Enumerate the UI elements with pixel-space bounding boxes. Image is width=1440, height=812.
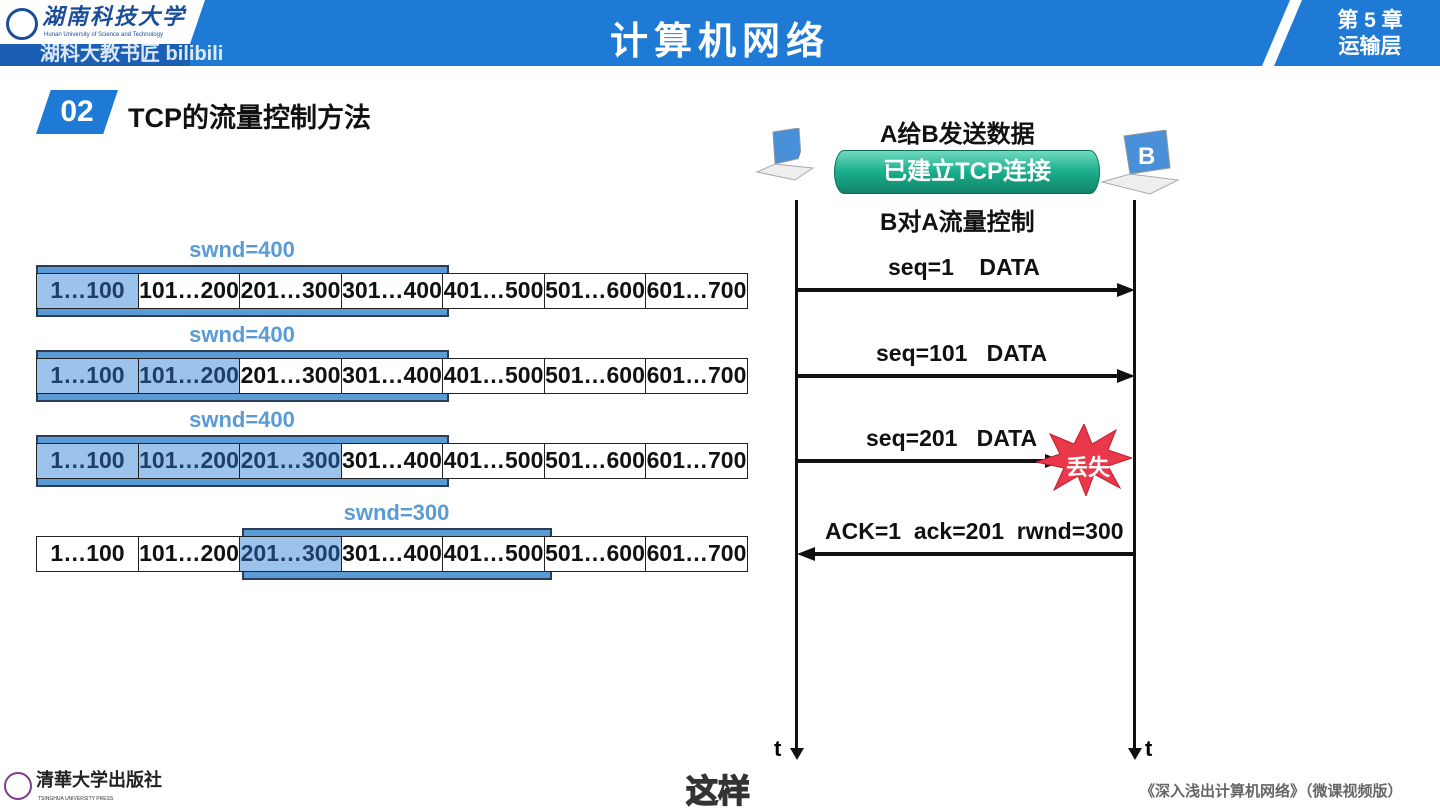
lost-label: 丢失 bbox=[1066, 455, 1111, 480]
bottom-label: B对A流量控制 bbox=[880, 209, 1035, 236]
segment-cell: 401…500 bbox=[442, 536, 545, 572]
publisher-seal-icon bbox=[4, 772, 32, 800]
university-name-en: Hunan University of Science and Technolo… bbox=[44, 32, 163, 38]
message-label: ACK=1 ack=201 rwnd=300 bbox=[825, 518, 1124, 544]
subtitle: 这样 bbox=[685, 772, 751, 810]
segment-cell: 101…200 bbox=[137, 273, 241, 309]
arrowhead-icon bbox=[1117, 369, 1135, 383]
host-b-time-arrow-icon bbox=[1128, 748, 1142, 760]
segment-cell: 401…500 bbox=[442, 358, 545, 394]
segment-cell: 1…100 bbox=[36, 273, 139, 309]
host-b-time-label: t bbox=[1145, 736, 1153, 761]
segment-cell: 1…100 bbox=[36, 536, 139, 572]
segment-cell: 101…200 bbox=[137, 443, 241, 479]
host-a-timeline bbox=[795, 200, 798, 752]
segment-cell: 201…300 bbox=[239, 536, 342, 572]
tcp-connection-pipe: 已建立TCP连接 bbox=[834, 150, 1100, 194]
host-b-label: B bbox=[1138, 143, 1156, 170]
swnd-label: swnd=300 bbox=[343, 500, 450, 525]
host-b-laptop-icon bbox=[1100, 130, 1180, 195]
segment-cell: 601…700 bbox=[645, 358, 748, 394]
swnd-label: swnd=400 bbox=[189, 237, 295, 262]
host-b-timeline bbox=[1133, 200, 1136, 752]
course-title: 计算机网络 bbox=[609, 21, 830, 63]
message-label: seq=1 DATA bbox=[888, 254, 1040, 280]
segment-cell: 501…600 bbox=[543, 443, 647, 479]
message-label: seq=101 DATA bbox=[876, 340, 1048, 366]
section-title: TCP的流量控制方法 bbox=[128, 103, 371, 133]
arrowhead-icon bbox=[1117, 283, 1135, 297]
segment-cell: 601…700 bbox=[645, 273, 748, 309]
lost-burst-icon bbox=[1036, 424, 1132, 496]
university-seal-icon bbox=[6, 8, 38, 40]
chapter-name: 运输层 bbox=[1338, 35, 1402, 58]
arrowhead-icon bbox=[797, 547, 815, 561]
watermark: 湖科大教书匠 bilibili bbox=[40, 43, 224, 65]
message-label: seq=201 DATA bbox=[866, 425, 1038, 451]
segment-cell: 301…400 bbox=[340, 358, 444, 394]
swnd-label: swnd=400 bbox=[189, 407, 295, 432]
host-a-time-arrow-icon bbox=[790, 748, 804, 760]
message-arrow bbox=[797, 288, 1119, 292]
segment-cell: 201…300 bbox=[239, 358, 342, 394]
book-title: 《深入浅出计算机网络》（微课视频版） bbox=[1140, 783, 1403, 800]
segment-cell: 501…600 bbox=[543, 536, 647, 572]
segment-cell: 301…400 bbox=[340, 273, 444, 309]
publisher-name-en: TSINGHUA UNIVERSITY PRESS bbox=[38, 796, 114, 802]
segment-cell: 501…600 bbox=[543, 273, 647, 309]
chapter-label: 第 5 章 运输层 bbox=[1320, 8, 1420, 60]
host-a-laptop-icon bbox=[755, 128, 815, 181]
publisher-name: 清華大学出版社 bbox=[36, 770, 162, 791]
segment-cell: 501…600 bbox=[543, 358, 647, 394]
message-arrow bbox=[797, 459, 1047, 463]
segment-cell: 601…700 bbox=[645, 443, 748, 479]
segment-cell: 101…200 bbox=[137, 358, 241, 394]
swnd-label: swnd=400 bbox=[189, 322, 295, 347]
chapter-number: 第 5 章 bbox=[1337, 9, 1403, 32]
segment-cell: 201…300 bbox=[239, 443, 342, 479]
segment-cell: 301…400 bbox=[340, 443, 444, 479]
university-name: 湖南科技大学 bbox=[42, 4, 187, 30]
message-arrow bbox=[812, 552, 1134, 556]
segment-cell: 1…100 bbox=[36, 358, 139, 394]
top-label: A给B发送数据 bbox=[880, 121, 1035, 148]
logo-strip bbox=[0, 44, 190, 66]
section-number-badge: 02 bbox=[36, 90, 118, 134]
segment-cell: 201…300 bbox=[239, 273, 342, 309]
segment-cell: 101…200 bbox=[137, 536, 241, 572]
segment-cell: 401…500 bbox=[442, 443, 545, 479]
header-bar bbox=[0, 0, 1440, 66]
message-arrow bbox=[797, 374, 1119, 378]
segment-cell: 1…100 bbox=[36, 443, 139, 479]
segment-cell: 301…400 bbox=[340, 536, 444, 572]
host-a-label: A bbox=[796, 143, 814, 170]
host-a-time-label: t bbox=[774, 736, 782, 761]
segment-cell: 401…500 bbox=[442, 273, 545, 309]
segment-cell: 601…700 bbox=[645, 536, 748, 572]
